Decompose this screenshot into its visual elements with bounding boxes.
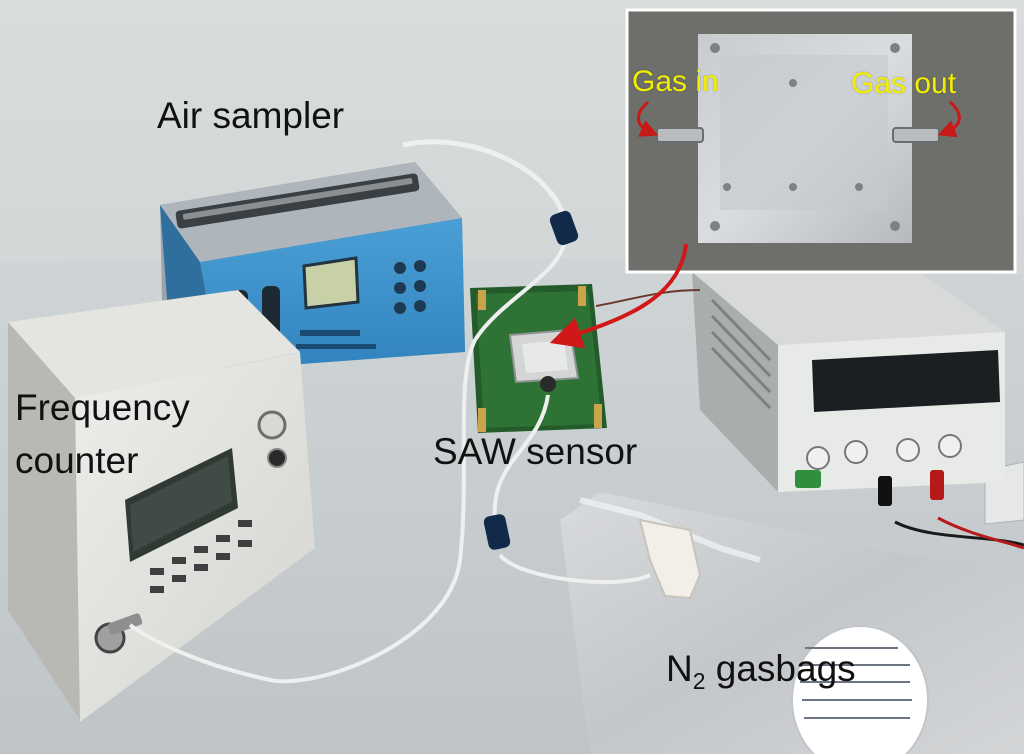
air-sampler-device: [160, 162, 465, 370]
gas-out-label: Gas out: [851, 67, 957, 100]
gas-out-arrow-icon: [937, 100, 961, 138]
gas-in-arrow-icon: [637, 100, 659, 137]
gasbags-label: N2 gasbags: [666, 648, 856, 695]
air-sampler-label: Air sampler: [157, 95, 345, 136]
gas-in-label: Gas in: [632, 65, 719, 98]
tube-connectors: [483, 210, 579, 550]
gasbags-label-prefix: N: [666, 648, 693, 689]
saw-sensor-label: SAW sensor: [433, 431, 638, 472]
gasbags-label-subscript: 2: [692, 668, 706, 695]
frequency-counter-label-line1: Frequency: [15, 387, 190, 428]
saw-sensor-board: [470, 284, 607, 433]
dc-power-supply-device: [692, 262, 1005, 506]
sensor-housing-inset: [625, 8, 1017, 274]
callout-arrow: [549, 243, 688, 349]
frequency-counter-device: [8, 290, 315, 722]
tubing: [128, 139, 1024, 684]
gasbag: [560, 492, 1024, 754]
gasbags-label-suffix: gasbags: [705, 648, 856, 689]
frequency-counter-label-line2: counter: [15, 440, 139, 481]
